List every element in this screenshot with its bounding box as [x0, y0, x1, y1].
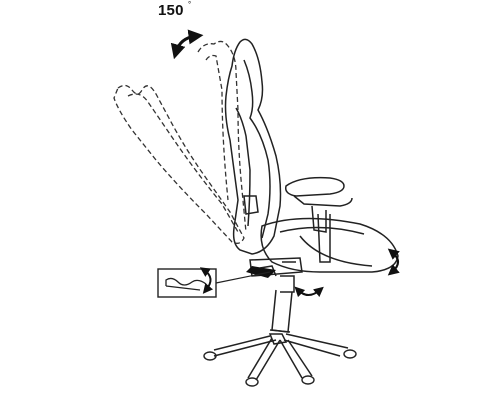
five-star-base	[213, 333, 349, 381]
recline-angle-degree-symbol: °	[188, 0, 192, 9]
armrest-adjust-arrow-icon	[387, 248, 400, 276]
tilt-lever	[246, 266, 276, 278]
lever-rotate-arrow-icon	[199, 267, 214, 294]
reclined-backrest-dashed-outline	[113, 40, 247, 244]
backrest	[224, 38, 282, 255]
gas-lift-column	[269, 275, 295, 333]
caster-wheel	[203, 349, 357, 387]
recline-angle-label: 150	[158, 2, 184, 19]
armrest	[284, 176, 353, 263]
recline-rotate-arrow-icon	[170, 29, 204, 60]
height-adjust-arrow-icon	[294, 286, 324, 298]
